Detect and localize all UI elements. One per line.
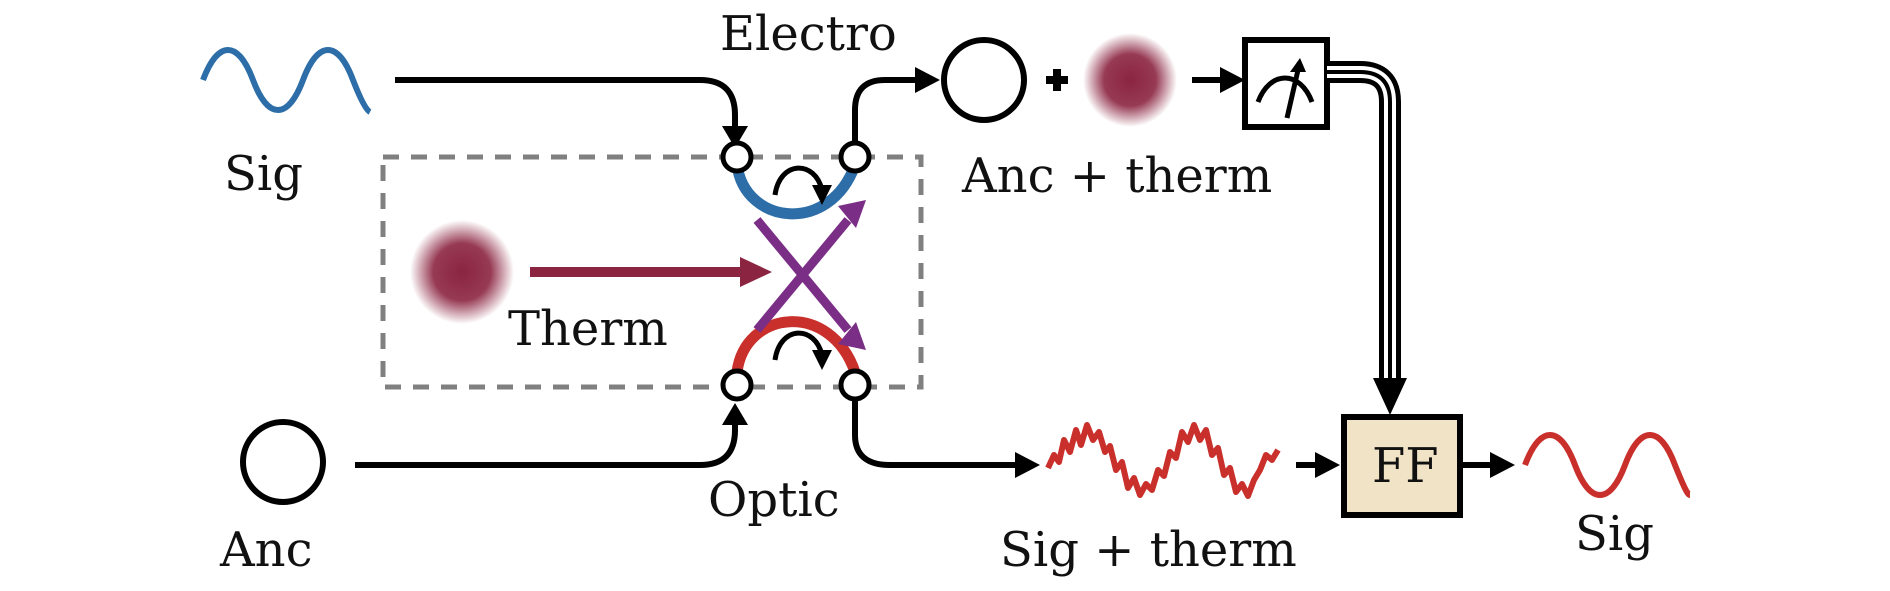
from-ff-arrowhead — [1490, 452, 1515, 478]
ancilla-arrowhead — [722, 403, 748, 425]
electro-label: Electro — [720, 6, 897, 62]
to-ff-arrowhead — [1315, 452, 1340, 478]
anc-input-label: Anc — [219, 522, 312, 578]
ancilla-output-circle — [941, 37, 1027, 123]
ancilla-input-circle — [240, 419, 326, 505]
detector-box — [1242, 37, 1330, 130]
thermal-source-blob — [410, 220, 514, 324]
optic-label: Optic — [708, 472, 840, 528]
electro-circulation-arrow — [772, 165, 825, 196]
detector-needle — [1284, 69, 1301, 119]
thermal-arrowhead — [740, 257, 772, 287]
electro-circulation-arrowhead — [812, 185, 832, 205]
port-electro-in — [720, 140, 754, 174]
thermal-output-blob — [1083, 33, 1177, 127]
transducer-dashed-box — [380, 154, 924, 390]
optic-mode-arc — [731, 316, 861, 374]
sig-input-label: Sig — [224, 146, 303, 202]
to-detector-arrowhead — [1220, 67, 1245, 93]
feedforward-arrowhead — [1373, 378, 1407, 415]
noisy-signal-wave — [1045, 422, 1281, 499]
port-electro-out — [838, 140, 872, 174]
optic-circulation-arrowhead — [812, 350, 832, 370]
electro-output-line — [852, 77, 920, 143]
optic-output-line — [852, 399, 1020, 468]
electro-output-arrowhead — [915, 67, 940, 93]
therm-label: Therm — [508, 301, 668, 357]
optic-output-arrowhead — [1015, 452, 1040, 478]
optic-circulation-arrow — [772, 330, 825, 361]
plus-sign-v — [1053, 69, 1061, 91]
feedforward-classical-line-core — [1327, 70, 1392, 380]
signal-output-wave — [1522, 432, 1692, 498]
port-optic-out — [838, 368, 872, 402]
beamsplitter-cross-line-2 — [753, 217, 852, 333]
detector-needle-head — [1290, 58, 1306, 72]
sig-output-label: Sig — [1575, 506, 1654, 562]
sig-therm-label: Sig + therm — [1000, 522, 1297, 578]
electro-mode-arc — [731, 162, 861, 220]
signal-arrowhead — [722, 126, 748, 148]
purple-arrowhead-top — [838, 200, 866, 228]
signal-to-electro-line — [395, 77, 738, 135]
purple-arrowhead-bottom — [838, 322, 866, 350]
feedforward-classical-line — [1327, 61, 1401, 380]
anc-therm-label: Anc + therm — [961, 148, 1272, 204]
ancilla-to-optic-line — [355, 420, 738, 468]
detector-meter-arc — [1255, 75, 1315, 103]
signal-input-wave — [200, 47, 372, 115]
ff-label: FF — [1372, 438, 1439, 494]
port-optic-in — [720, 368, 754, 402]
